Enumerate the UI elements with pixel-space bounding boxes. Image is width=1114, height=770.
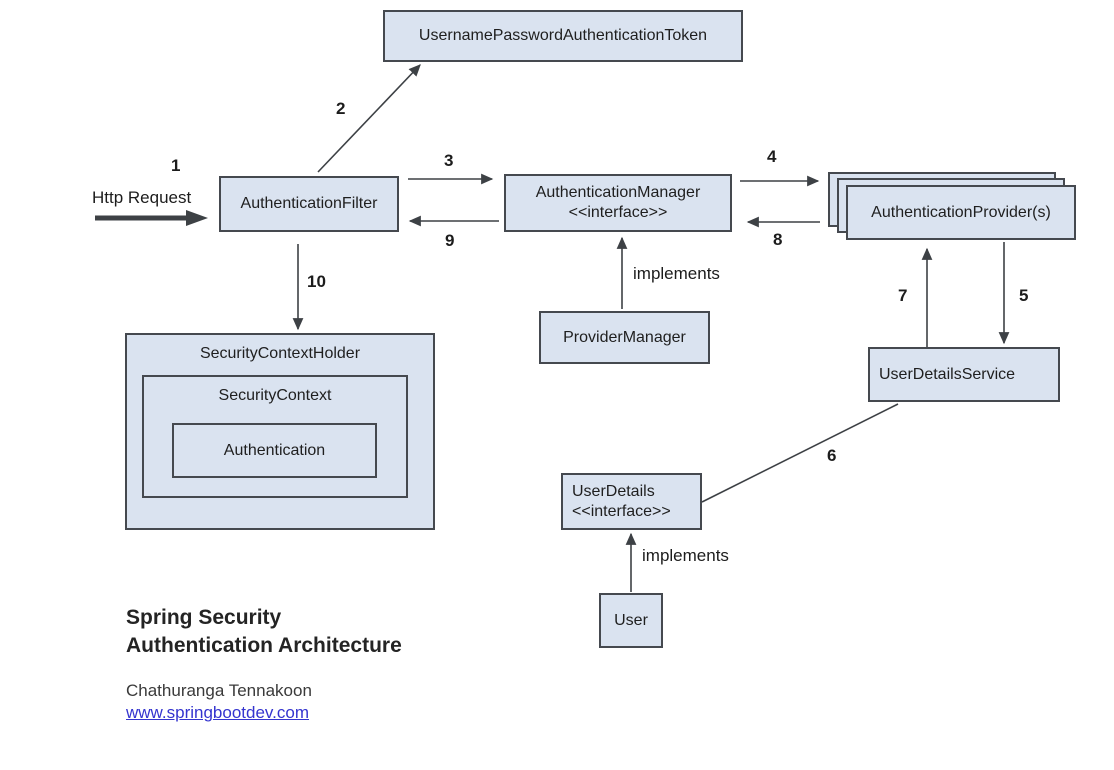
node-provider-manager: ProviderManager [539,311,710,364]
node-label: UsernamePasswordAuthenticationToken [418,27,708,44]
node-user-details-service: UserDetailsService [868,347,1060,402]
node-label-line2: <<interface>> [568,204,668,221]
node-label: Authentication [223,441,326,459]
step-1-label: 1 [171,156,181,175]
http-request-arrow [95,210,208,226]
step-5-label: 5 [1019,286,1029,305]
step-6-label: 6 [827,446,837,465]
step-4-label: 4 [767,147,777,166]
node-username-password-authentication-token: UsernamePasswordAuthenticationToken [383,10,743,62]
node-authentication-filter: AuthenticationFilter [219,176,399,232]
node-user: User [599,593,663,648]
author-name: Chathuranga Tennakoon [126,681,312,700]
edge-step-6 [701,403,899,503]
node-label-line2: <<interface>> [572,502,671,520]
node-label: SecurityContextHolder [199,345,361,362]
node-authentication-manager: AuthenticationManager <<interface>> [504,174,732,232]
step-3-label: 3 [444,151,454,170]
step-9-label: 9 [445,231,455,250]
diagram-title-line1: Spring Security [126,606,282,629]
http-request-label: Http Request [92,188,192,207]
implements-provider-manager-label: implements [633,264,720,283]
step-7-label: 7 [898,286,908,305]
node-authentication-providers: AuthenticationProvider(s) [846,185,1076,240]
node-label: SecurityContext [218,387,332,404]
node-label-line1: AuthenticationManager [535,184,701,201]
node-label: AuthenticationFilter [240,195,378,212]
step-10-label: 10 [307,272,326,291]
node-authentication: Authentication [172,423,377,478]
implements-user-label: implements [642,546,729,565]
node-label: AuthenticationProvider(s) [871,203,1051,221]
diagram-title-line2: Authentication Architecture [126,634,402,657]
node-user-details: UserDetails <<interface>> [561,473,702,530]
node-label: User [614,611,648,629]
step-8-label: 8 [773,230,783,249]
diagram-title: Spring Security Authentication Architect… [126,604,402,660]
node-label: ProviderManager [563,328,686,346]
edge-step-2 [317,64,421,173]
node-label: UserDetailsService [879,365,1016,383]
node-label-line1: UserDetails [572,482,655,500]
website-link[interactable]: www.springbootdev.com [126,703,309,722]
step-2-label: 2 [336,99,346,118]
